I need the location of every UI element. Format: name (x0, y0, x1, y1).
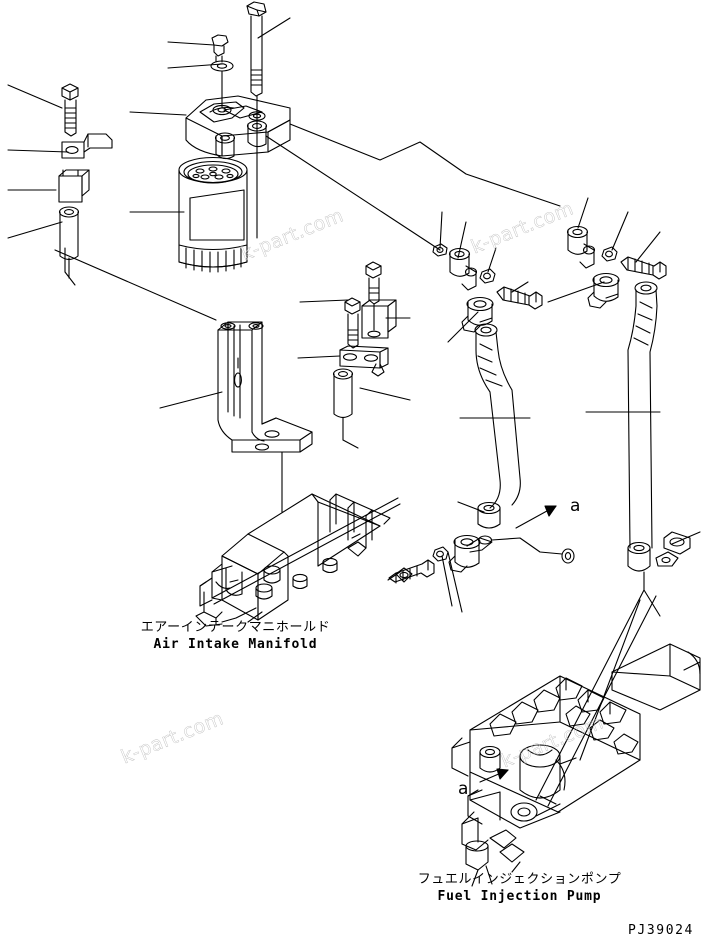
part-fuel-hose-left (474, 323, 521, 529)
part-cable-clip (61, 133, 113, 159)
caption-fuel-injection-pump-jp: フュエルインジェクションポンプ (417, 872, 622, 887)
part-eye-joint-right (587, 272, 620, 309)
reference-arrow-upper (515, 505, 557, 529)
leader-lines-top (167, 17, 291, 69)
reference-mark-a-upper: a (570, 496, 581, 516)
leader-lines-banjo-left (439, 211, 529, 343)
part-pipe-connector-right (655, 531, 691, 567)
caption-air-intake-manifold: エアーインテークマニホールド Air Intake Manifold (128, 620, 343, 653)
document-number: PJ39024 (628, 923, 694, 938)
caption-fuel-injection-pump-en: Fuel Injection Pump (437, 889, 602, 904)
leader-lines-clamp (297, 299, 411, 401)
part-washer-top (210, 60, 234, 109)
part-filter-mount-bracket (217, 321, 313, 513)
part-banjo-fitting-left (448, 247, 478, 291)
leader-line-filter-head (129, 111, 187, 116)
part-flange-bolt-top (211, 34, 229, 63)
part-fuel-filter-head (185, 95, 291, 160)
part-hex-bolt-left (61, 83, 79, 137)
part-clamp-bolt-upper (365, 261, 382, 317)
part-clamp-block (361, 299, 397, 339)
part-seal-washer-3 (601, 246, 618, 262)
reference-arrow-lower (479, 768, 509, 783)
leader-filterhead-ports (265, 123, 561, 251)
caption-air-intake-manifold-jp: エアーインテークマニホールド (140, 620, 331, 635)
part-seal-washer-1 (432, 243, 448, 257)
part-spin-on-fuel-filter (178, 156, 248, 273)
leader-lines-lower (387, 501, 485, 613)
part-collar-sleeve (58, 206, 80, 279)
caption-fuel-injection-pump: フュエルインジェクションポンプ Fuel Injection Pump (412, 872, 627, 905)
part-spacer-tube (332, 368, 359, 449)
part-fuel-injection-pump (451, 589, 701, 887)
leader-lines-banjo-right (547, 197, 661, 303)
part-clamp-bolt (344, 297, 361, 349)
caption-leader-pump (511, 861, 521, 873)
part-seal-washer-lower (432, 546, 449, 562)
leader-lines-left (7, 84, 76, 286)
part-banjo-bolt-left (496, 286, 543, 310)
part-fuel-hose-right (627, 281, 661, 617)
part-spacer-block (58, 169, 90, 203)
part-banjo-bolt-lower (388, 559, 435, 584)
part-clamp-plate (339, 345, 389, 377)
reference-mark-a-lower: a (458, 779, 469, 799)
caption-air-intake-manifold-en: Air Intake Manifold (153, 637, 318, 652)
part-banjo-fitting-right (566, 225, 596, 269)
part-seal-washer-2 (479, 268, 496, 284)
caption-leader-manifold (221, 607, 263, 623)
part-banjo-bolt-right (620, 256, 667, 280)
leader-line-pump (579, 599, 641, 761)
part-air-intake-manifold (195, 493, 413, 627)
part-tee-fitting (448, 534, 575, 573)
leader-lines-bracket (54, 249, 223, 409)
leader-line-connector-right (671, 531, 701, 545)
